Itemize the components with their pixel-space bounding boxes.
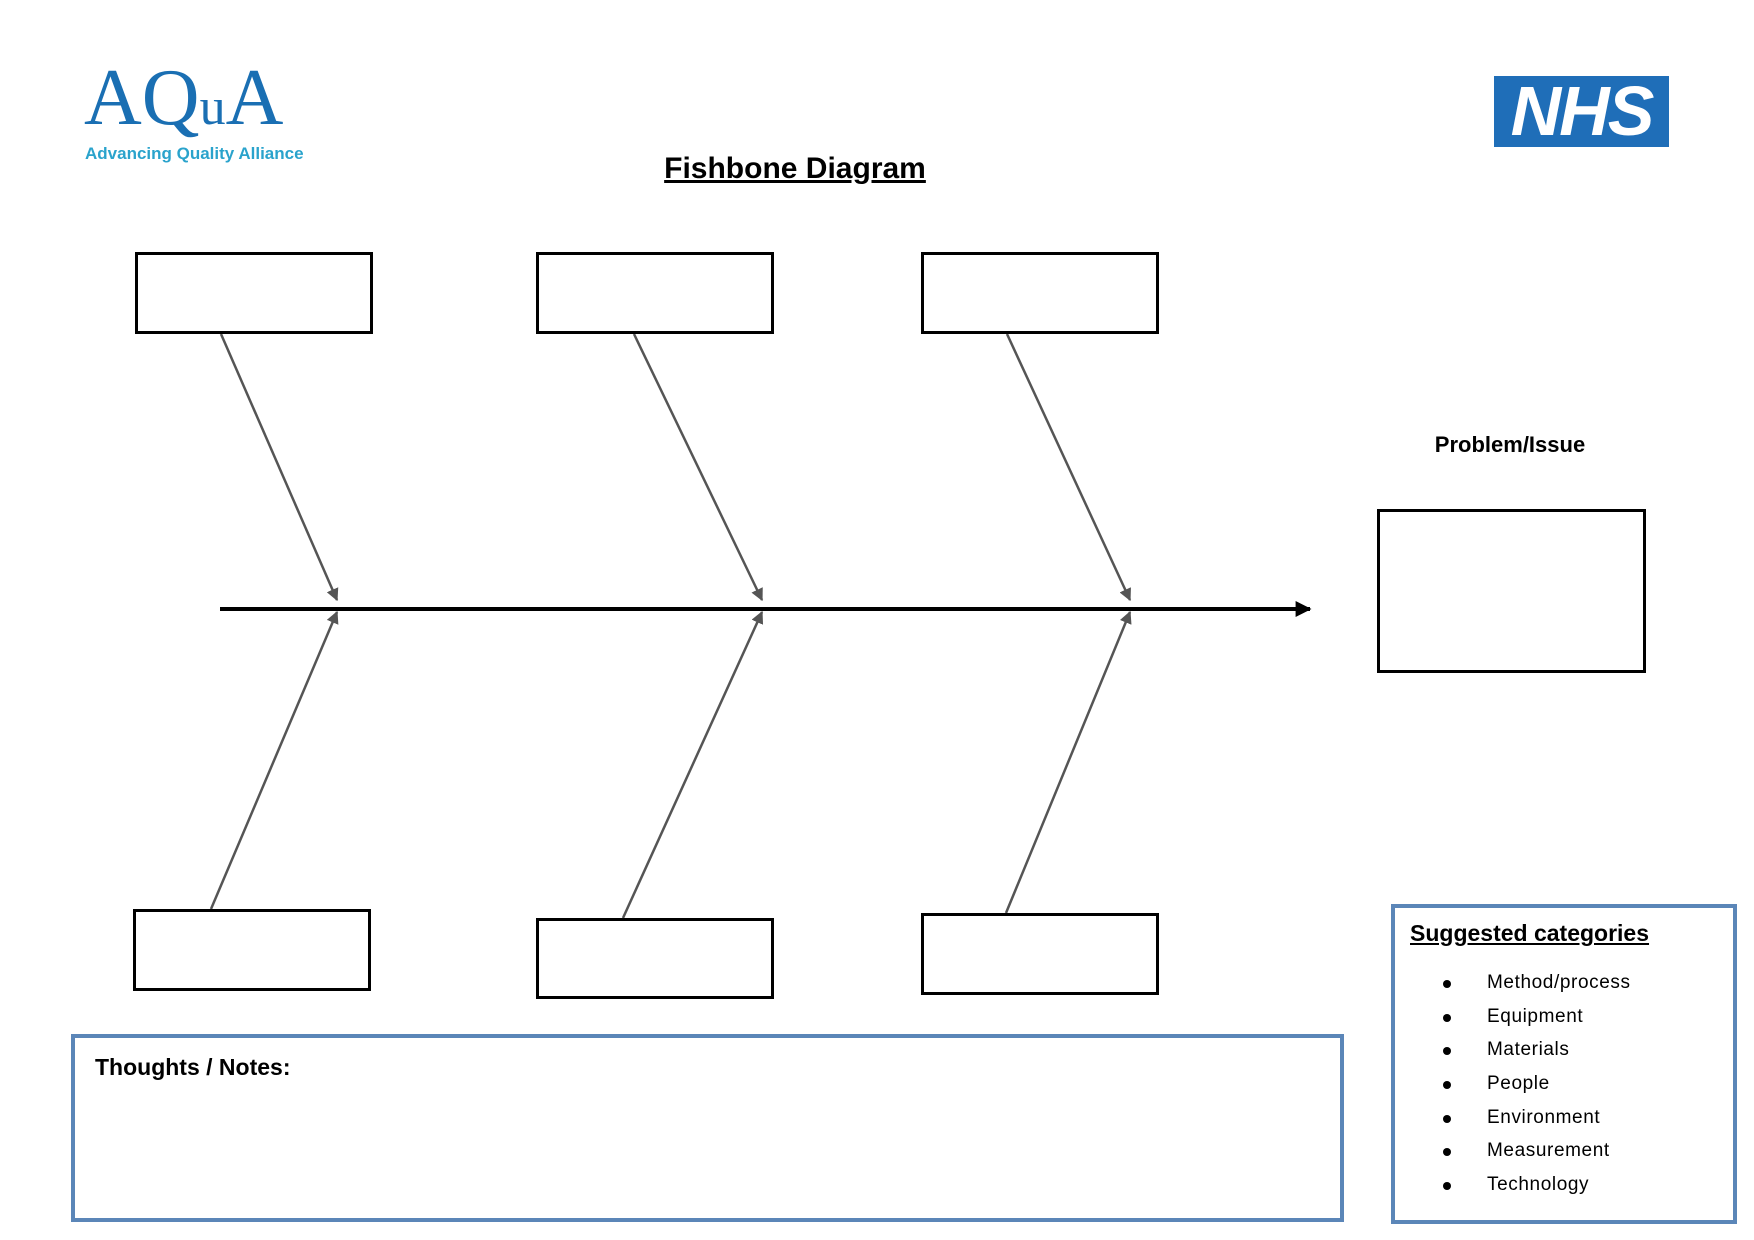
list-item: Measurement [1427,1140,1631,1174]
notes-label: Thoughts / Notes: [95,1054,291,1080]
suggested-categories-list: Method/process Equipment Materials Peopl… [1427,972,1631,1208]
bone-bottom-1 [209,610,339,910]
category-box-bottom-3[interactable] [921,913,1159,995]
list-item: Materials [1427,1039,1631,1073]
list-item: Method/process [1427,972,1631,1006]
bone-top-1 [219,333,339,602]
list-item: Environment [1427,1107,1631,1141]
list-item: Technology [1427,1174,1631,1208]
bone-top-3 [1005,333,1132,602]
problem-box[interactable] [1377,509,1646,673]
list-item: People [1427,1073,1631,1107]
problem-label: Problem/Issue [1434,432,1586,457]
category-box-bottom-1[interactable] [133,909,371,991]
category-box-top-1[interactable] [135,252,373,334]
category-box-top-2[interactable] [536,252,774,334]
category-box-bottom-2[interactable] [536,918,774,999]
list-item: Equipment [1427,1006,1631,1040]
category-box-top-3[interactable] [921,252,1159,334]
bone-top-2 [632,333,764,602]
aqua-letter-3: u [199,79,226,136]
bone-bottom-3 [1004,610,1132,914]
aqua-letter-1: A [84,54,142,142]
bone-bottom-2 [621,610,764,919]
suggested-categories-title: Suggested categories [1410,920,1650,946]
aqua-tagline: Advancing Quality Alliance [85,144,304,163]
aqua-logo: AQuA [84,58,324,138]
suggested-categories-panel: Suggested categories Method/process Equi… [1391,904,1737,1224]
notes-panel[interactable]: Thoughts / Notes: [71,1034,1344,1222]
page-title: Fishbone Diagram [664,152,926,185]
nhs-logo: NHS [1494,76,1669,147]
aqua-letter-4: A [225,54,284,142]
aqua-letter-2: Q [141,54,200,142]
